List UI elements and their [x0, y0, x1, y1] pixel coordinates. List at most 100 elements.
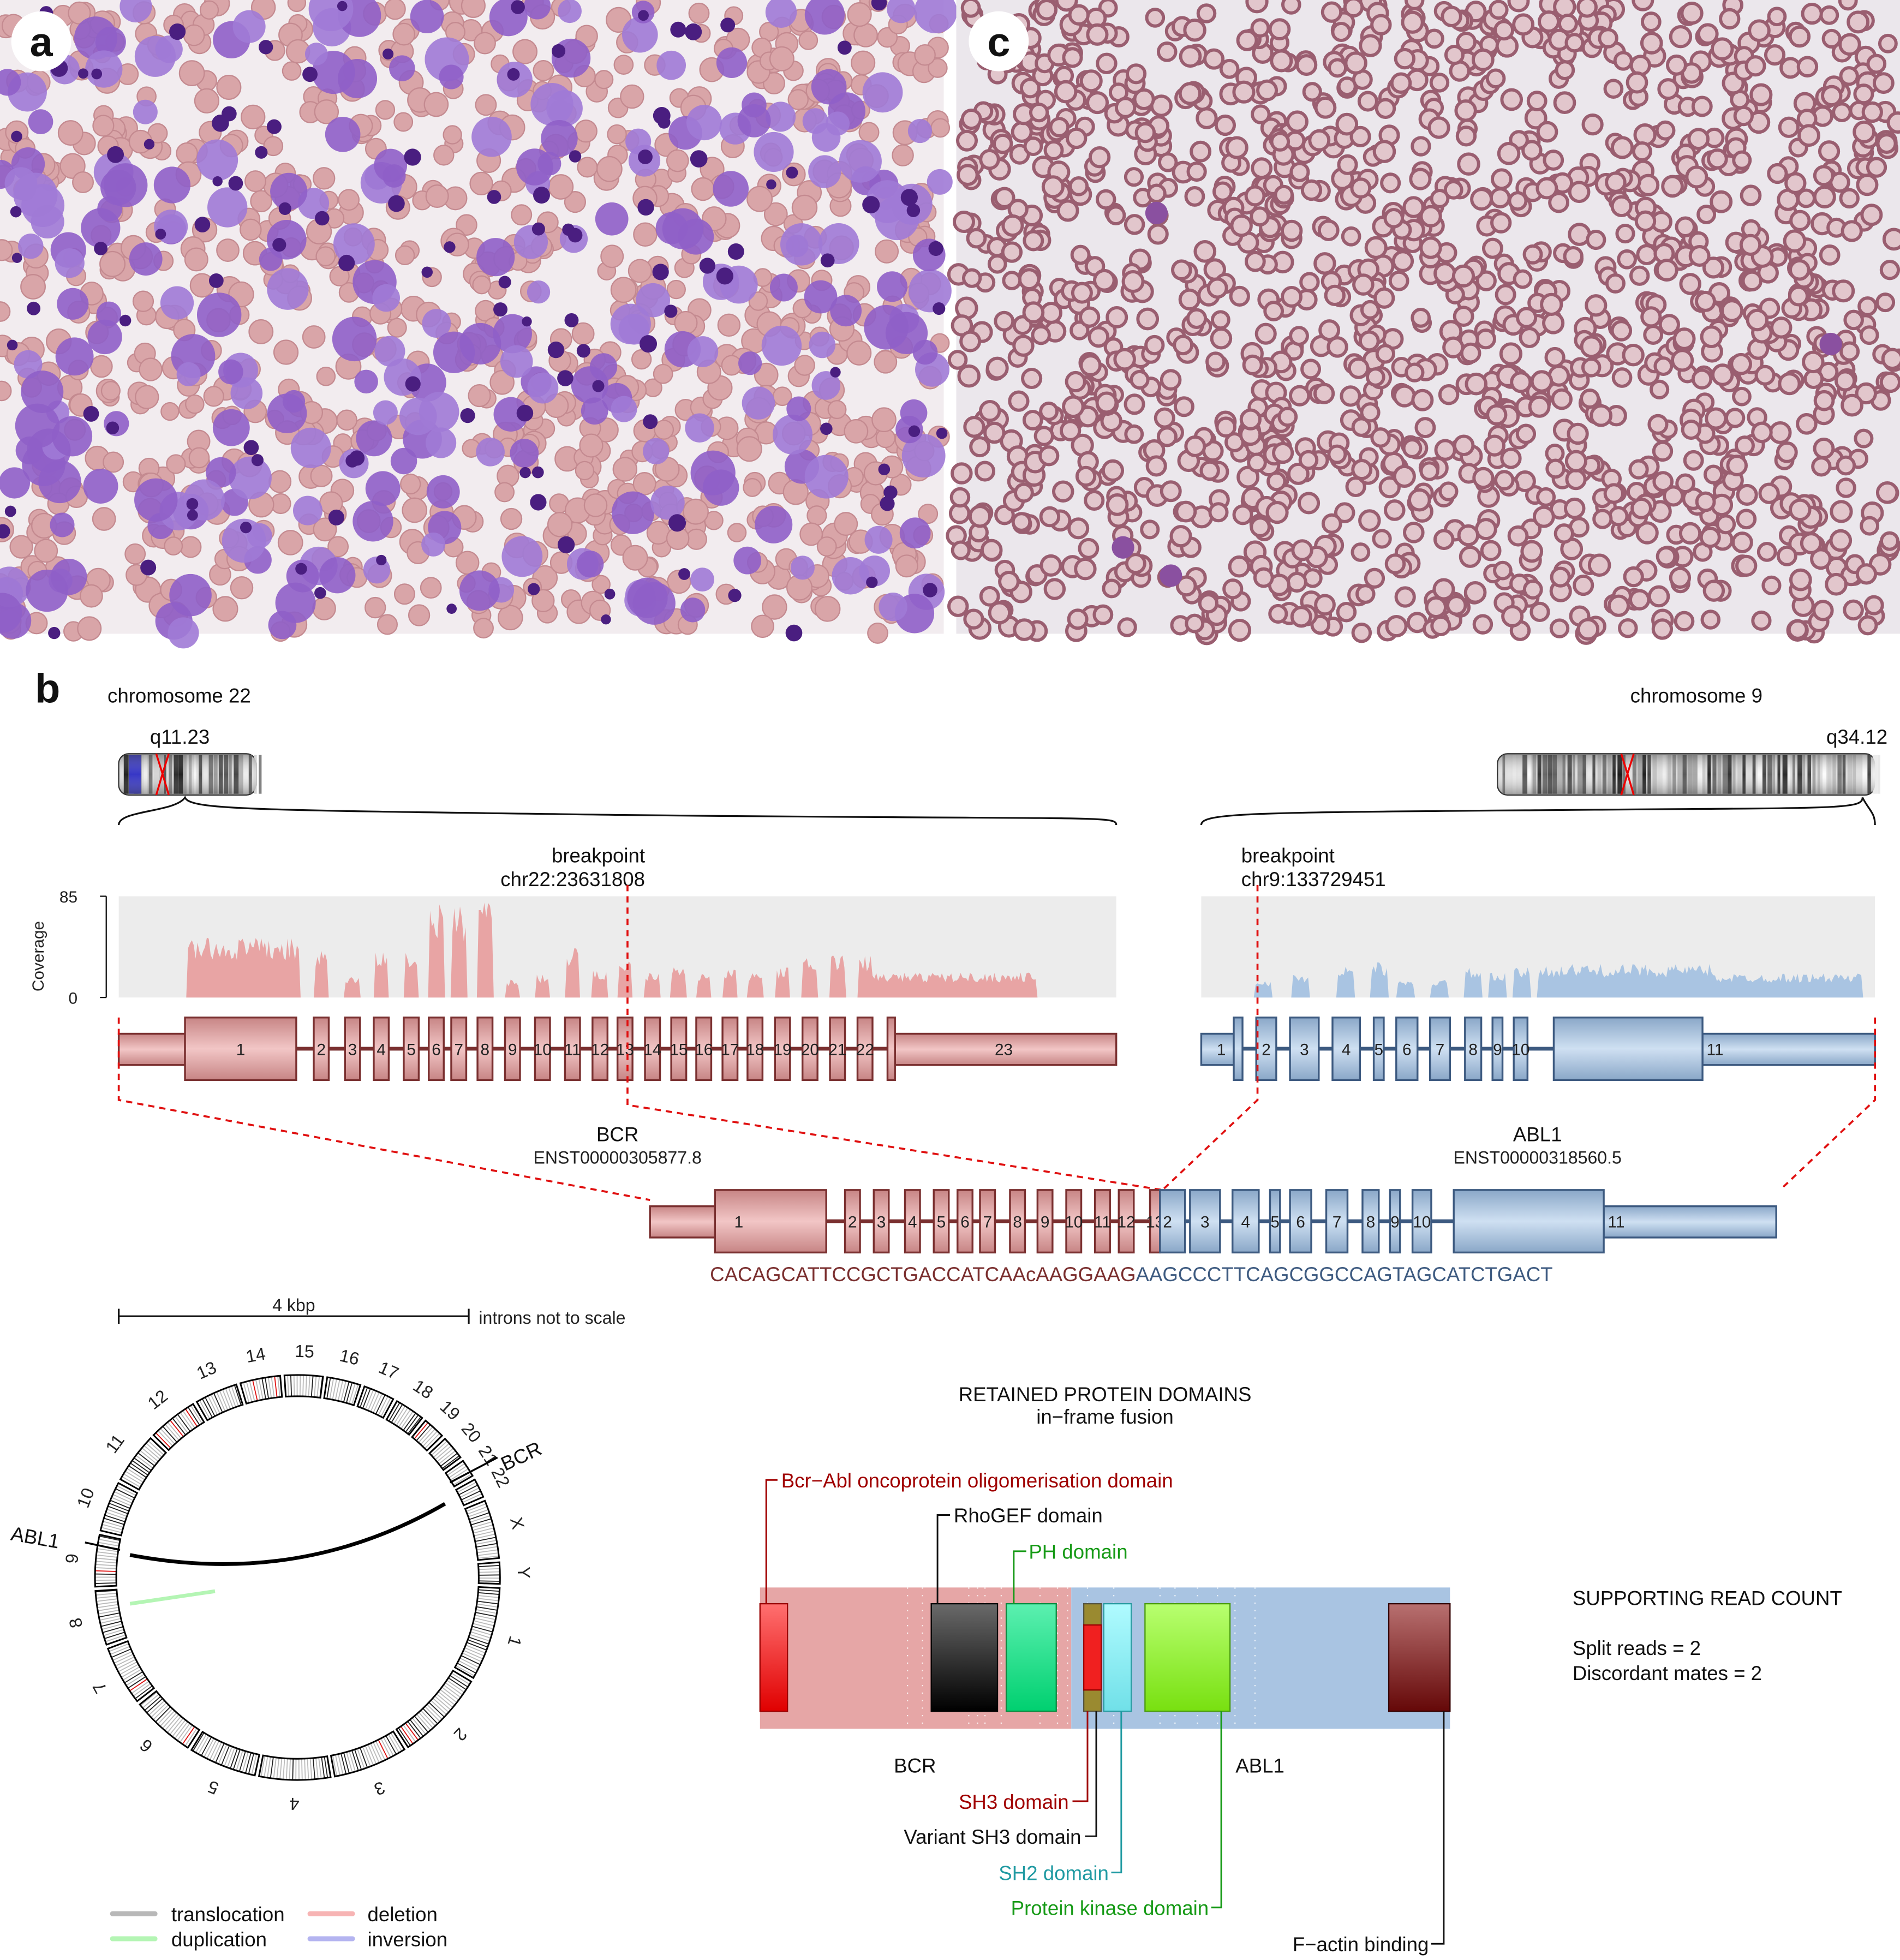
red-blood-cell [1634, 210, 1657, 232]
red-blood-cell [188, 447, 210, 469]
red-blood-cell [1516, 307, 1538, 328]
red-blood-cell [1454, 99, 1477, 122]
red-blood-cell [1658, 314, 1680, 336]
cytoband [310, 1375, 314, 1397]
red-blood-cell [1236, 29, 1258, 51]
red-blood-cell [1493, 560, 1513, 581]
red-blood-cell [473, 618, 494, 639]
red-blood-cell [979, 148, 1000, 170]
red-blood-cell [947, 350, 968, 370]
cytoband [155, 1706, 171, 1723]
red-blood-cell [375, 100, 396, 120]
red-blood-cell [1228, 618, 1252, 642]
red-blood-cell [241, 104, 266, 130]
red-blood-cell [1802, 350, 1825, 374]
exon-number: 3 [348, 1041, 357, 1059]
cytoband [439, 1689, 457, 1703]
myeloid-cell [134, 478, 178, 522]
exon-box [1453, 1189, 1605, 1254]
red-blood-cell [895, 554, 918, 578]
cytoband [312, 1758, 316, 1779]
exon-number: 8 [1013, 1214, 1022, 1232]
cytoband [158, 1430, 174, 1447]
red-blood-cell [1615, 223, 1635, 244]
red-blood-cell [1215, 416, 1236, 438]
red-blood-cell [1480, 540, 1502, 561]
red-blood-cell [1059, 420, 1082, 441]
red-blood-cell [1370, 14, 1392, 36]
exon-number: 9 [1041, 1214, 1050, 1232]
cell-nucleus [338, 254, 355, 272]
utr-box [1701, 1032, 1876, 1066]
myeloid-cell [55, 248, 85, 278]
cytoband [479, 1571, 500, 1573]
red-blood-cell [1286, 110, 1309, 133]
cell-nucleus [10, 206, 22, 218]
red-blood-cell [827, 400, 847, 420]
cytoband [426, 1704, 443, 1720]
red-blood-cell [1640, 306, 1662, 328]
red-blood-cell [1671, 349, 1694, 372]
myeloid-cell [95, 26, 126, 57]
chromosome-segment [152, 1402, 206, 1451]
myeloid-cell [772, 414, 812, 455]
ph-domain-box [1005, 1603, 1057, 1712]
red-blood-cell [1184, 186, 1205, 207]
red-blood-cell [1291, 539, 1313, 561]
circos-chromosome-label: 9 [62, 1553, 82, 1564]
red-blood-cell [1508, 191, 1528, 211]
myeloid-cell [168, 617, 199, 649]
cell-nucleus [670, 21, 686, 38]
myeloid-cell [129, 242, 163, 276]
red-blood-cell [1695, 491, 1716, 512]
cytoband [436, 1693, 453, 1708]
red-blood-cell [1136, 307, 1160, 331]
red-blood-cell [1610, 320, 1633, 342]
red-blood-cell [1250, 206, 1270, 227]
red-blood-cell [918, 504, 939, 524]
red-blood-cell [1499, 342, 1523, 366]
cytoband [270, 1757, 274, 1778]
exon-number: 2 [1262, 1041, 1271, 1059]
cell-nucleus [564, 313, 579, 327]
exon-number: 4 [1241, 1214, 1250, 1232]
red-blood-cell [1515, 423, 1537, 444]
cell-nucleus [444, 241, 456, 253]
exon-number: 9 [1493, 1041, 1502, 1059]
red-blood-cell [1134, 122, 1156, 144]
cytoband [148, 1700, 165, 1716]
cell-nucleus [785, 624, 803, 642]
red-blood-cell [743, 478, 762, 497]
circos-chromosome-label: 10 [73, 1485, 98, 1510]
red-blood-cell [1500, 88, 1523, 111]
myeloid-cell [426, 475, 460, 509]
circos-chromosome-label: 4 [289, 1794, 299, 1814]
red-blood-cell [338, 189, 360, 211]
myeloid-cell [769, 273, 798, 302]
red-blood-cell [1351, 459, 1373, 481]
utr-box [1603, 1205, 1777, 1239]
red-blood-cell [1318, 319, 1341, 342]
red-blood-cell [1485, 68, 1506, 89]
red-blood-cell [1490, 212, 1512, 234]
red-blood-cell [1475, 328, 1496, 350]
cytoband [101, 1623, 123, 1630]
translocation-link [129, 1502, 446, 1566]
cytoband [299, 1375, 301, 1396]
myeloid-cell [625, 128, 652, 154]
myeloid-cell [627, 577, 668, 618]
myeloid-cell [927, 169, 953, 195]
red-blood-cell [1065, 371, 1086, 393]
red-blood-cell [1002, 271, 1022, 290]
red-blood-cell [1796, 413, 1818, 435]
circos-chromosome-label: 8 [65, 1616, 86, 1630]
myeloid-cell [766, 101, 796, 132]
cytoband [433, 1443, 450, 1458]
red-blood-cell [1409, 168, 1432, 190]
red-blood-cell [1678, 522, 1702, 545]
red-blood-cell [1640, 11, 1662, 32]
myeloid-cell [176, 362, 201, 386]
red-blood-cell [1655, 259, 1678, 282]
myeloid-cell [839, 140, 882, 183]
